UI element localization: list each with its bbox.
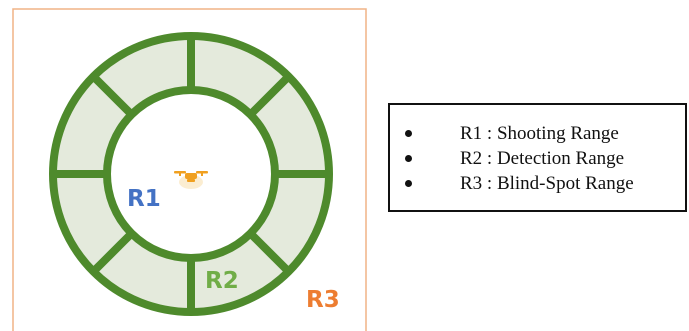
r3-label: R3 — [306, 287, 340, 313]
ring-divider — [90, 230, 135, 275]
bullet-icon — [405, 130, 412, 137]
r2-label: R2 — [205, 268, 239, 294]
r3-boundary — [12, 8, 367, 331]
drone-icon — [174, 171, 208, 189]
r1-label: R1 — [127, 186, 161, 212]
legend-item-r3: R3 : Blind-Spot Range — [390, 171, 685, 196]
legend-text: R1 : Shooting Range — [460, 123, 619, 144]
ring-dividers — [53, 36, 329, 312]
bullet-icon — [405, 180, 412, 187]
legend-item-r1: R1 : Shooting Range — [390, 121, 685, 146]
bullet-icon — [405, 155, 412, 162]
legend-list: R1 : Shooting Range R2 : Detection Range… — [390, 121, 685, 196]
ring-divider — [247, 73, 292, 118]
legend-item-r2: R2 : Detection Range — [390, 146, 685, 171]
legend-text: R3 : Blind-Spot Range — [460, 173, 634, 194]
ring-divider — [90, 73, 135, 118]
legend-box: R1 : Shooting Range R2 : Detection Range… — [388, 103, 687, 212]
legend-text: R2 : Detection Range — [460, 148, 625, 169]
ring-divider — [247, 230, 292, 275]
